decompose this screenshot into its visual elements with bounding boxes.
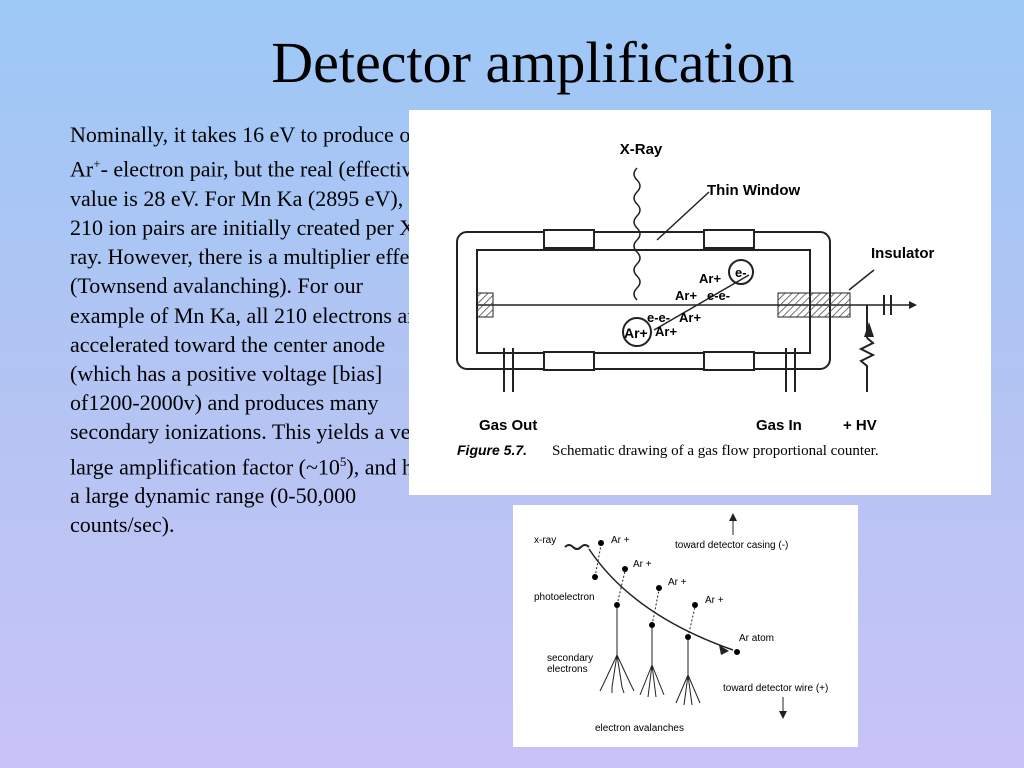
window-block-bottom-right xyxy=(703,351,755,371)
photoelectron-path xyxy=(588,548,734,651)
ar-plus-label-4: Ar+ xyxy=(655,324,677,339)
ionization-point-4 xyxy=(685,634,691,640)
slide-title: Detector amplification xyxy=(271,30,795,95)
resistor xyxy=(858,337,876,392)
body-text-part-2: - electron pair, but the real (effective… xyxy=(70,156,430,479)
wire-label: toward detector wire (+) xyxy=(723,683,828,694)
body-text-part-3: ), and has a large dynamic range (0-50,0… xyxy=(70,453,432,538)
ionization-point-2 xyxy=(614,602,620,608)
body-text: Nominally, it takes 16 eV to produce one… xyxy=(70,120,440,540)
gas-in-label: Gas In xyxy=(756,417,802,434)
ar-ion-circle xyxy=(622,317,652,347)
window-block-top-right xyxy=(703,229,755,249)
gas-out-label: Gas Out xyxy=(479,417,537,434)
proportional-counter-figure: X-Ray Thin Window Insulator Gas Out Gas … xyxy=(409,110,991,495)
thin-window-pointer xyxy=(656,191,710,241)
casing-label: toward detector casing (-) xyxy=(675,540,788,551)
electron-circle-label: e- xyxy=(735,265,747,280)
secondary-electrons-label-1: secondary xyxy=(547,653,593,664)
right-insulator xyxy=(777,292,851,318)
superscript-plus: + xyxy=(93,156,101,172)
ar-plus-label-2: Ar + xyxy=(633,559,652,570)
left-insulator xyxy=(476,292,494,318)
ar-plus-label-3: Ar + xyxy=(668,577,687,588)
window-block-bottom-left xyxy=(543,351,595,371)
avalanche-1 xyxy=(599,654,635,694)
output-arrow-icon xyxy=(909,301,917,309)
ar-plus-label-3: Ar+ xyxy=(679,310,701,325)
electron-pair-label-1: e-e- xyxy=(707,288,730,303)
figure-caption-label: Figure 5.7. xyxy=(457,442,527,458)
ar-atom-dot xyxy=(734,649,740,655)
thin-window-label: Thin Window xyxy=(707,182,801,199)
xray-label: x-ray xyxy=(534,535,556,546)
avalanche-2 xyxy=(639,664,665,698)
proportional-counter-diagram: X-Ray Thin Window Insulator Gas Out Gas … xyxy=(456,141,935,459)
xray-label: X-Ray xyxy=(620,141,663,158)
avalanche-figure: x-ray Ar + Ar + Ar + Ar + toward detecto… xyxy=(513,505,858,747)
ar-ion-label: Ar+ xyxy=(624,325,648,341)
ar-plus-label-1: Ar + xyxy=(611,535,630,546)
photoelectron-label: photoelectron xyxy=(534,592,595,603)
insulator-label: Insulator xyxy=(871,245,935,262)
ionization-point-1 xyxy=(592,574,598,580)
superscript-five: 5 xyxy=(339,453,347,469)
avalanche-3 xyxy=(675,674,701,706)
ar-plus-label-4: Ar + xyxy=(705,595,724,606)
xray-squiggle xyxy=(564,544,590,550)
hv-label: + HV xyxy=(843,417,877,434)
ar-plus-label-2: Ar+ xyxy=(675,288,697,303)
electron-track xyxy=(653,274,750,331)
avalanche-diagram: x-ray Ar + Ar + Ar + Ar + toward detecto… xyxy=(534,513,828,734)
ionization-point-3 xyxy=(649,622,655,628)
insulator-pointer xyxy=(848,269,875,291)
avalanches-label: electron avalanches xyxy=(595,723,684,734)
window-block-top-left xyxy=(543,229,595,249)
body-text-part-1: Nominally, it takes 16 eV to produce one… xyxy=(70,122,432,182)
electron-circle xyxy=(728,259,754,285)
electron-pair-label-2: e-e- xyxy=(647,310,670,325)
ar-plus-label-1: Ar+ xyxy=(699,271,721,286)
figure-caption-text: Schematic drawing of a gas flow proporti… xyxy=(552,443,879,459)
ar-atom-label: Ar atom xyxy=(739,633,774,644)
xray-path xyxy=(633,167,641,301)
secondary-electrons-label-2: electrons xyxy=(547,664,588,675)
